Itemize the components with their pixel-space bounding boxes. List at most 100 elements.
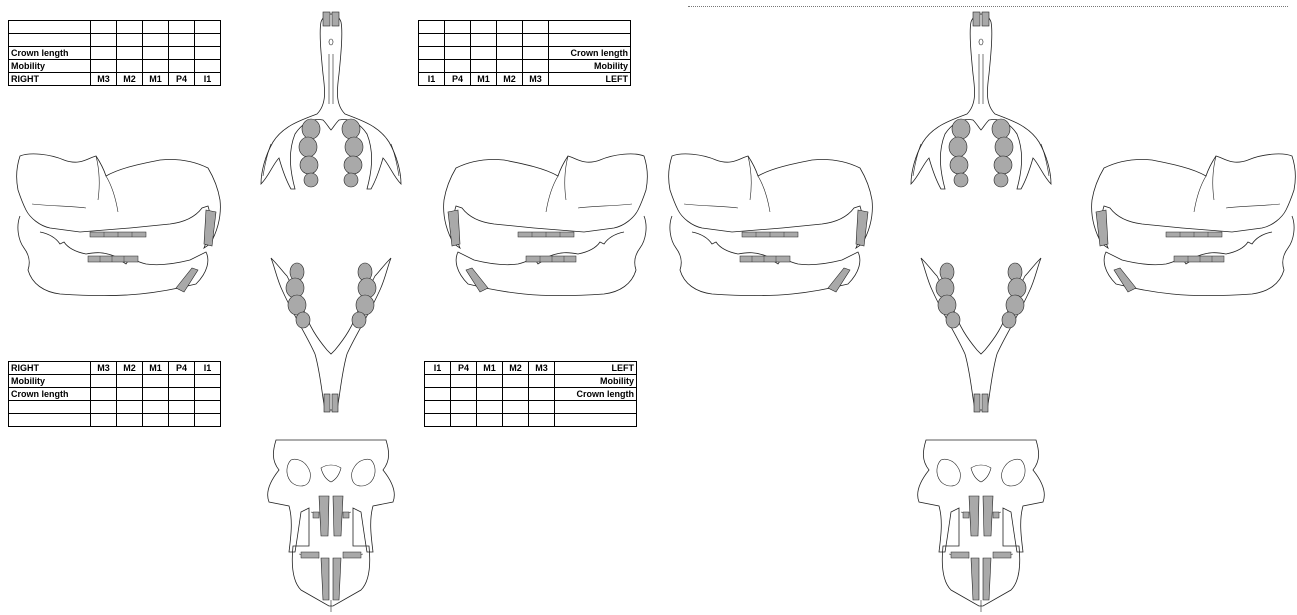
tooth-cell[interactable]	[143, 21, 169, 34]
tooth-cell[interactable]: M3	[529, 362, 555, 375]
tooth-cell[interactable]	[169, 47, 195, 60]
tooth-cell[interactable]	[451, 375, 477, 388]
tooth-cell[interactable]	[445, 21, 471, 34]
tooth-cell[interactable]	[445, 47, 471, 60]
tooth-cell[interactable]	[419, 21, 445, 34]
tooth-cell[interactable]	[503, 401, 529, 414]
tooth-cell[interactable]	[497, 21, 523, 34]
tooth-cell[interactable]	[471, 34, 497, 47]
tooth-cell[interactable]	[471, 60, 497, 73]
tooth-cell[interactable]: I1	[195, 362, 221, 375]
tooth-cell[interactable]	[169, 34, 195, 47]
tooth-cell[interactable]	[529, 414, 555, 427]
tooth-cell[interactable]	[195, 21, 221, 34]
tooth-cell[interactable]	[523, 60, 549, 73]
tooth-cell[interactable]	[497, 34, 523, 47]
tooth-cell[interactable]	[471, 47, 497, 60]
tooth-cell[interactable]	[523, 34, 549, 47]
tooth-cell[interactable]	[143, 388, 169, 401]
tooth-cell[interactable]	[195, 34, 221, 47]
tooth-cell[interactable]	[523, 47, 549, 60]
tooth-cell[interactable]: P4	[445, 73, 471, 86]
tooth-cell[interactable]	[497, 60, 523, 73]
tooth-cell[interactable]	[477, 388, 503, 401]
tooth-cell[interactable]	[451, 414, 477, 427]
tooth-cell[interactable]	[143, 60, 169, 73]
tooth-cell[interactable]	[169, 375, 195, 388]
tooth-cell[interactable]	[425, 388, 451, 401]
tooth-cell[interactable]	[503, 388, 529, 401]
tooth-cell[interactable]	[503, 375, 529, 388]
tooth-cell[interactable]: P4	[169, 362, 195, 375]
tooth-cell[interactable]: M3	[523, 73, 549, 86]
tooth-cell[interactable]	[477, 375, 503, 388]
tooth-cell[interactable]	[195, 414, 221, 427]
tooth-cell[interactable]	[169, 388, 195, 401]
tooth-cell[interactable]	[451, 401, 477, 414]
tooth-cell[interactable]	[195, 375, 221, 388]
tooth-cell[interactable]	[425, 375, 451, 388]
tooth-cell[interactable]: M3	[91, 73, 117, 86]
tooth-cell[interactable]	[143, 47, 169, 60]
tooth-cell[interactable]	[445, 60, 471, 73]
tooth-cell[interactable]	[195, 60, 221, 73]
tooth-cell[interactable]: M3	[91, 362, 117, 375]
tooth-cell[interactable]: M1	[471, 73, 497, 86]
tooth-cell[interactable]	[117, 414, 143, 427]
tooth-cell[interactable]	[497, 47, 523, 60]
tooth-cell[interactable]	[419, 60, 445, 73]
tooth-cell[interactable]	[419, 47, 445, 60]
tooth-cell[interactable]	[91, 375, 117, 388]
tooth-cell[interactable]	[471, 21, 497, 34]
tooth-cell[interactable]	[91, 60, 117, 73]
tooth-cell[interactable]	[425, 414, 451, 427]
tooth-cell[interactable]	[169, 21, 195, 34]
tooth-cell[interactable]	[523, 21, 549, 34]
tooth-cell[interactable]	[169, 401, 195, 414]
tooth-cell[interactable]	[91, 401, 117, 414]
tooth-cell[interactable]	[477, 401, 503, 414]
tooth-cell[interactable]	[529, 388, 555, 401]
tooth-cell[interactable]	[143, 34, 169, 47]
tooth-cell[interactable]	[91, 34, 117, 47]
tooth-cell[interactable]	[143, 401, 169, 414]
tooth-cell[interactable]	[529, 375, 555, 388]
tooth-cell[interactable]: M2	[497, 73, 523, 86]
tooth-cell[interactable]	[117, 60, 143, 73]
tooth-cell[interactable]: P4	[169, 73, 195, 86]
tooth-cell[interactable]	[419, 34, 445, 47]
tooth-cell[interactable]: M1	[477, 362, 503, 375]
tooth-cell[interactable]: I1	[419, 73, 445, 86]
tooth-cell[interactable]: M2	[117, 362, 143, 375]
tooth-cell[interactable]	[117, 47, 143, 60]
tooth-cell[interactable]	[117, 34, 143, 47]
tooth-cell[interactable]	[117, 401, 143, 414]
tooth-cell[interactable]: M1	[143, 362, 169, 375]
tooth-cell[interactable]	[195, 401, 221, 414]
tooth-cell[interactable]	[91, 388, 117, 401]
tooth-cell[interactable]	[195, 388, 221, 401]
tooth-cell[interactable]	[529, 401, 555, 414]
tooth-cell[interactable]: P4	[451, 362, 477, 375]
tooth-cell[interactable]	[91, 414, 117, 427]
tooth-cell[interactable]: M1	[143, 73, 169, 86]
tooth-cell[interactable]	[477, 414, 503, 427]
tooth-cell[interactable]: M2	[117, 73, 143, 86]
tooth-cell[interactable]	[169, 414, 195, 427]
tooth-cell[interactable]: I1	[195, 73, 221, 86]
tooth-cell[interactable]	[503, 414, 529, 427]
tooth-cell[interactable]	[91, 21, 117, 34]
tooth-cell[interactable]	[91, 47, 117, 60]
tooth-cell[interactable]	[425, 401, 451, 414]
tooth-cell[interactable]	[143, 414, 169, 427]
tooth-cell[interactable]: M2	[503, 362, 529, 375]
tooth-cell[interactable]	[451, 388, 477, 401]
tooth-cell[interactable]	[445, 34, 471, 47]
tooth-cell[interactable]	[143, 375, 169, 388]
tooth-cell[interactable]	[117, 21, 143, 34]
tooth-cell[interactable]	[117, 375, 143, 388]
tooth-cell[interactable]	[117, 388, 143, 401]
tooth-cell[interactable]: I1	[425, 362, 451, 375]
tooth-cell[interactable]	[169, 60, 195, 73]
tooth-cell[interactable]	[195, 47, 221, 60]
